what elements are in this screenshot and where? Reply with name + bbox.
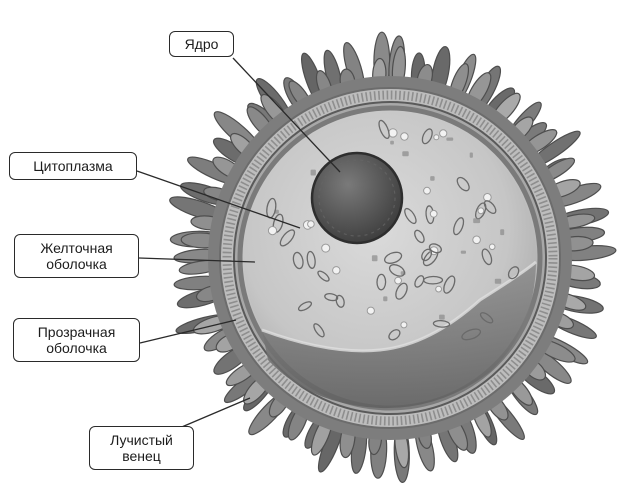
label-zona-pellucida: Прозрачная оболочка xyxy=(13,318,140,362)
cytoplasm-granule-dot xyxy=(484,194,492,202)
nucleus xyxy=(312,153,402,243)
cytoplasm-granule-dot xyxy=(434,135,439,140)
label-corona-line1: Лучистый xyxy=(110,432,173,448)
cytoplasm-granule-dot xyxy=(401,322,407,328)
cytoplasm-granule-dot xyxy=(395,277,402,284)
label-cytoplasm: Цитоплазма xyxy=(9,152,137,180)
label-vitelline-line1: Желточная xyxy=(40,240,112,256)
cytoplasm-granule-dot xyxy=(268,227,276,235)
cytoplasm-granule-dot xyxy=(440,130,447,137)
cytoplasm-granule-dot xyxy=(473,236,481,244)
cytoplasm-granule-fleck xyxy=(390,141,394,145)
cytoplasm-granule-fleck xyxy=(473,218,480,223)
cytoplasm-granule-dot xyxy=(424,187,431,194)
label-pellucida-line2: оболочка xyxy=(46,340,107,356)
cytoplasm-granule-dot xyxy=(308,221,315,228)
cytoplasm-granule-fleck xyxy=(495,279,501,284)
cytoplasm-granule-fleck xyxy=(372,255,378,261)
label-nucleus: Ядро xyxy=(169,31,234,57)
cytoplasm-granule-dot xyxy=(401,133,408,140)
label-corona-radiata: Лучистый венец xyxy=(89,426,194,470)
label-cytoplasm-text: Цитоплазма xyxy=(33,158,112,174)
cytoplasm-granule-fleck xyxy=(500,229,504,235)
cytoplasm-granule-fleck xyxy=(311,170,316,176)
label-nucleus-text: Ядро xyxy=(185,36,219,52)
cytoplasm-granule-fleck xyxy=(430,176,434,181)
cytoplasm-granule-fleck xyxy=(461,251,466,254)
label-vitelline-membrane: Желточная оболочка xyxy=(14,234,139,278)
cytoplasm-granule-fleck xyxy=(470,153,473,158)
cytoplasm-granule-dot xyxy=(489,244,495,250)
cytoplasm-granule-dot xyxy=(367,307,374,314)
label-vitelline-line2: оболочка xyxy=(46,256,107,272)
cytoplasm-granule-dot xyxy=(333,267,340,274)
cytoplasm-granule-dot xyxy=(430,210,437,217)
cytoplasm-granule-dot xyxy=(478,208,484,214)
label-pellucida-line1: Прозрачная xyxy=(38,324,116,340)
label-corona-line2: венец xyxy=(122,448,161,464)
cytoplasm-granule-fleck xyxy=(402,151,408,156)
cytoplasm-granule-dot xyxy=(322,244,330,252)
cytoplasm-granule-dot xyxy=(436,286,442,292)
cytoplasm-granule-dot xyxy=(389,129,397,137)
cytoplasm-granule-fleck xyxy=(446,138,453,141)
cytoplasm-granule-fleck xyxy=(383,296,387,301)
cytoplasm-granule-fleck xyxy=(439,315,445,320)
